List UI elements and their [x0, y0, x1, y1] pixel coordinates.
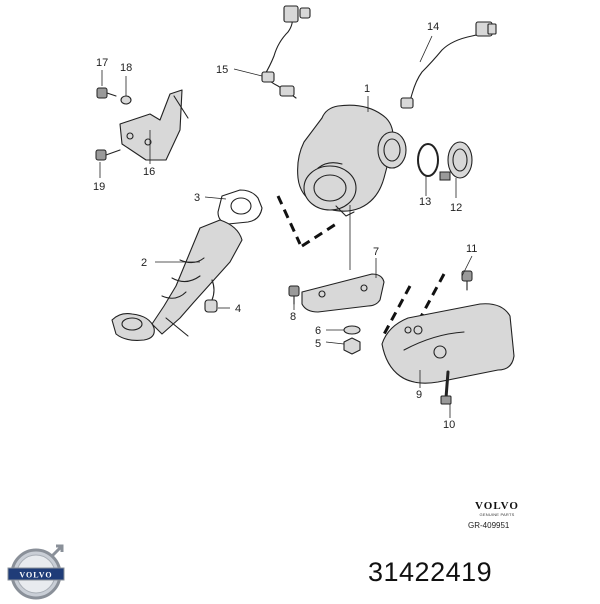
callout-16: 16 [143, 166, 155, 178]
callout-5: 5 [315, 338, 321, 350]
callout-1: 1 [364, 83, 370, 95]
logo-text: VOLVO [19, 571, 52, 580]
part-15-oxygen-sensor [261, 5, 311, 99]
callout-7: 7 [373, 246, 379, 258]
part-7-bracket [301, 273, 385, 313]
callout-9: 9 [416, 389, 422, 401]
part-13-gasket [417, 143, 439, 177]
callout-14: 14 [427, 21, 439, 33]
callout-17: 17 [96, 57, 108, 69]
part-14-oxygen-sensor [400, 21, 497, 109]
part-3-gasket [217, 189, 263, 225]
part-2-front-pipe [111, 219, 243, 341]
part-4-bushing [204, 279, 218, 313]
volvo-logo-icon: VOLVO [7, 544, 65, 600]
part-5-nut [343, 337, 361, 355]
part-number: 31422419 [368, 557, 493, 587]
callout-19: 19 [93, 181, 105, 193]
callout-13: 13 [419, 196, 431, 208]
callout-18: 18 [120, 62, 132, 74]
part-19-bolt [95, 149, 121, 161]
callout-labels: 1 2 3 4 5 6 7 8 9 10 11 12 13 14 15 16 1… [93, 21, 477, 431]
part-1-catalytic-converter [297, 104, 407, 217]
part-12-clamp [439, 141, 473, 181]
part-16-heat-shield-bracket [119, 89, 189, 161]
brand-wordmark: VOLVO [475, 500, 519, 512]
part-10-bolt [440, 370, 452, 405]
callout-15: 15 [216, 64, 228, 76]
callout-2: 2 [141, 257, 147, 269]
diagram-reference-code: GR-409951 [468, 521, 510, 530]
callout-10: 10 [443, 419, 455, 431]
part-6-washer [343, 325, 361, 335]
part-17-bolt [96, 87, 117, 99]
callout-3: 3 [194, 192, 200, 204]
part-8-bolt [288, 285, 300, 305]
part-9-support-bracket [381, 303, 515, 384]
brand-block: VOLVO GENUINE PARTS [462, 500, 532, 517]
brand-subtitle: GENUINE PARTS [479, 512, 515, 517]
callout-8: 8 [290, 311, 296, 323]
callout-12: 12 [450, 202, 462, 214]
callout-6: 6 [315, 325, 321, 337]
callout-11: 11 [466, 243, 477, 255]
part-3-gasket-hole [230, 197, 252, 215]
part-18-washer [120, 95, 132, 105]
callout-4: 4 [235, 303, 241, 315]
callout-leader-lines [99, 35, 473, 418]
